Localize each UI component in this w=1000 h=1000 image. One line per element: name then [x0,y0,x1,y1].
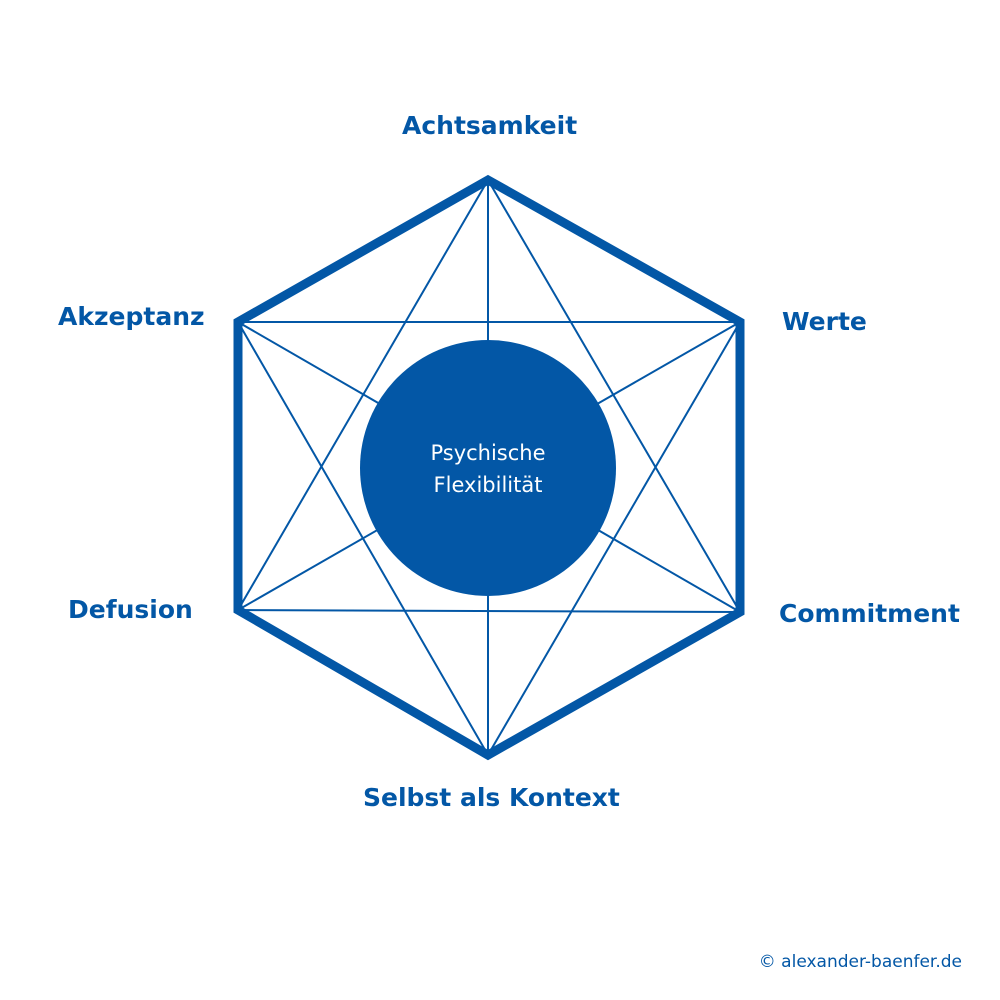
label-commitment: Commitment [779,599,960,628]
center-circle [360,340,616,596]
connection-line [487,179,741,613]
copyright-text: © alexander-baenfer.de [758,952,962,972]
label-akzeptanz: Akzeptanz [58,302,205,331]
center-label-line2: Flexibilität [433,473,543,497]
label-selbst-als-kontext: Selbst als Kontext [363,783,620,812]
connection-line [237,609,741,613]
center-label: Psychische Flexibilität [360,437,616,501]
hexagon-outline [233,174,745,761]
center-label-line1: Psychische [430,441,546,465]
connection-line [237,321,489,756]
label-achtsamkeit: Achtsamkeit [402,111,578,140]
label-defusion: Defusion [68,595,193,624]
label-werte: Werte [782,307,867,336]
